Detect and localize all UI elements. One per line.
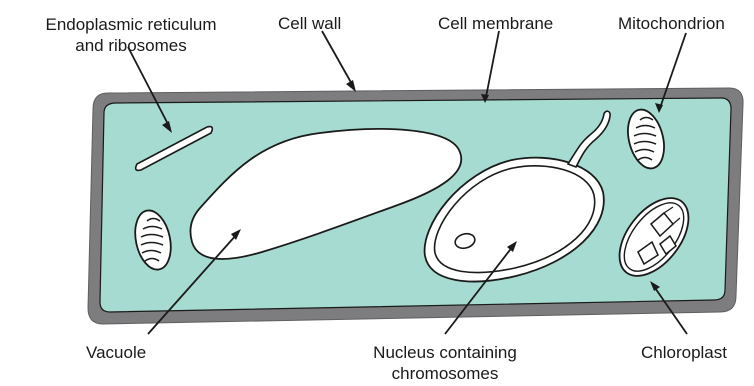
cell-wall-leader [322, 31, 353, 86]
label-er-line1: Endoplasmic reticulum [2, 14, 260, 35]
label-nucleus-line2: chromosomes [340, 363, 550, 384]
cell-membrane-leader [486, 31, 499, 97]
label-nucleus-line1: Nucleus containing [340, 342, 550, 363]
label-cell-membrane: Cell membrane [438, 13, 553, 34]
label-mitochondrion: Mitochondrion [618, 13, 725, 34]
cell-wall-arrowhead [346, 80, 356, 92]
label-chloroplast: Chloroplast [641, 342, 727, 363]
label-er-line2: and ribosomes [2, 35, 260, 56]
label-er: Endoplasmic reticulum and ribosomes [2, 14, 260, 56]
label-vacuole: Vacuole [86, 342, 146, 363]
label-cell-wall: Cell wall [278, 13, 341, 34]
label-nucleus: Nucleus containing chromosomes [340, 342, 550, 384]
